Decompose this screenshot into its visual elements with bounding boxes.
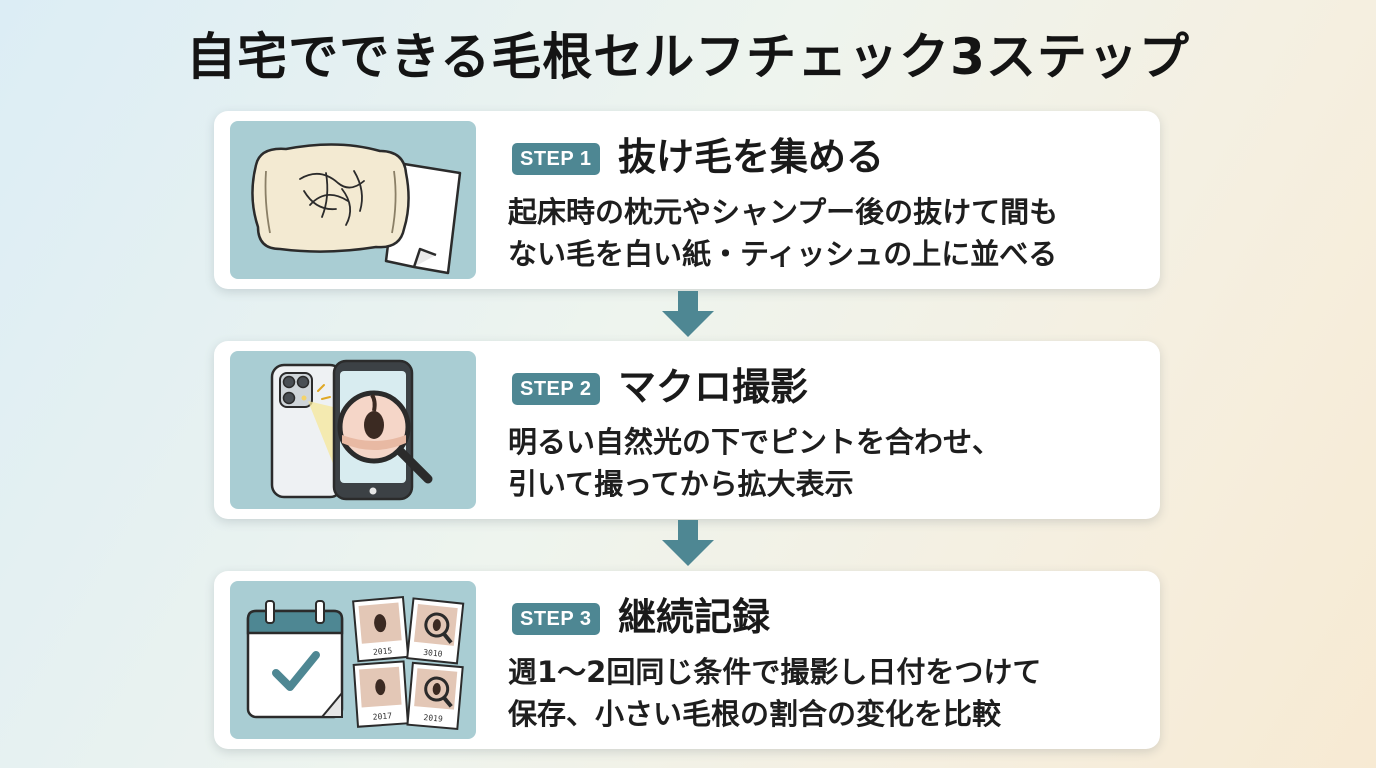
step-1-illustration: [230, 121, 476, 279]
step-2-line-1: 明るい自然光の下でピントを合わせ、: [508, 425, 1002, 459]
down-arrow-icon: [662, 520, 714, 566]
step-card-1: STEP 1 抜け毛を集める 起床時の枕元やシャンプー後の抜けて間も ない毛を白…: [214, 111, 1160, 289]
step-1-line-1: 起床時の枕元やシャンプー後の抜けて間も: [508, 195, 1059, 229]
step-2-title: マクロ撮影: [618, 365, 809, 409]
step-card-2: STEP 2 マクロ撮影 明るい自然光の下でピントを合わせ、 引いて撮ってから拡…: [214, 341, 1160, 519]
step-3-title: 継続記録: [618, 595, 771, 639]
step-1-badge: STEP 1: [512, 143, 600, 175]
step-2-description: 明るい自然光の下でピントを合わせ、 引いて撮ってから拡大表示: [508, 421, 1148, 505]
photo-label-2: 3010: [423, 648, 443, 659]
down-arrow-icon: [662, 291, 714, 337]
photo-label-1: 2015: [373, 646, 393, 657]
step-2-illustration: [230, 351, 476, 509]
smartphone-icon: [270, 359, 433, 501]
photo-stack-icon: 2015 3010 2017: [352, 595, 465, 731]
magnifier-icon: [337, 390, 433, 484]
step-3-description: 週1〜2回同じ条件で撮影し日付をつけて 保存、小さい毛根の割合の変化を比較: [508, 651, 1148, 735]
step-2-badge: STEP 2: [512, 373, 600, 405]
step-card-3: 2015 3010 2017: [214, 571, 1160, 749]
step-2-line-2: 引いて撮ってから拡大表示: [508, 467, 854, 501]
step-1-description: 起床時の枕元やシャンプー後の抜けて間も ない毛を白い紙・ティッシュの上に並べる: [508, 191, 1148, 275]
calendar-check-icon: 2015 3010 2017: [246, 595, 465, 731]
photo-label-4: 2019: [423, 713, 443, 724]
step-3-badge: STEP 3: [512, 603, 600, 635]
step-3-illustration: 2015 3010 2017: [230, 581, 476, 739]
step-3-line-2: 保存、小さい毛根の割合の変化を比較: [508, 697, 1002, 731]
step-3-line-1: 週1〜2回同じ条件で撮影し日付をつけて: [508, 655, 1042, 689]
pillow-icon: [251, 143, 462, 275]
step-1-line-2: ない毛を白い紙・ティッシュの上に並べる: [508, 237, 1058, 271]
page-title: 自宅でできる毛根セルフチェック3ステップ: [186, 28, 1190, 86]
photo-label-3: 2017: [372, 711, 392, 721]
step-1-title: 抜け毛を集める: [618, 135, 885, 179]
